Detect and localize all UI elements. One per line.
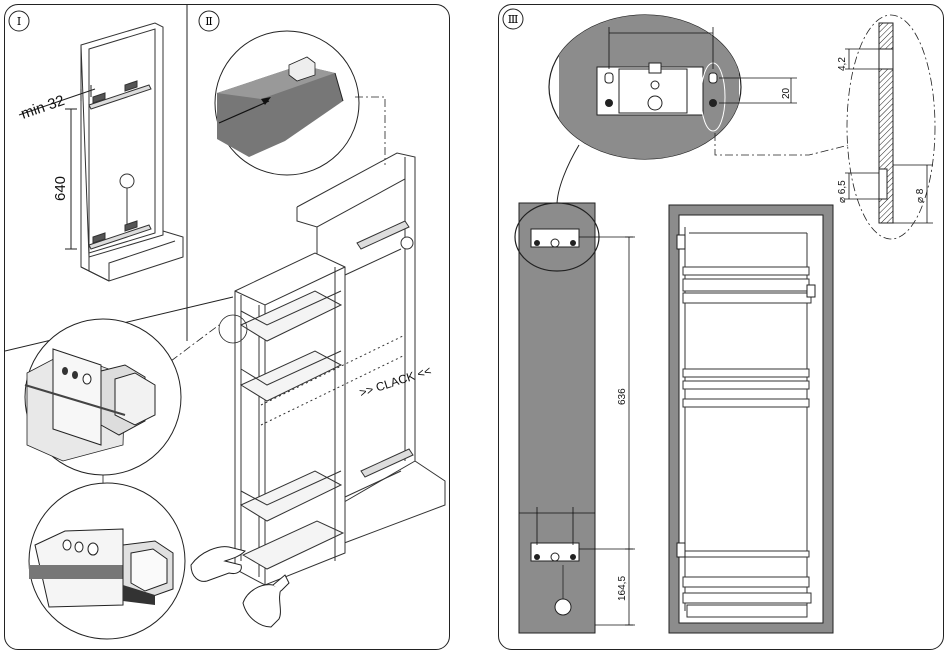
dim-20: 20: [781, 87, 792, 99]
dim-636: 636: [617, 388, 628, 405]
step2-zoom-clip: [25, 319, 181, 475]
right-illustration: Ⅲ 20: [499, 5, 943, 649]
dim-164-5: 164,5: [617, 576, 628, 601]
profile-section-detail: [845, 15, 935, 239]
left-illustration: Ⅰ Ⅱ: [5, 5, 449, 649]
dim-min-32: min 32: [19, 92, 67, 123]
panel-left: Ⅰ Ⅱ: [4, 4, 450, 650]
svg-text:Ⅱ: Ⅱ: [205, 15, 212, 28]
step-3-badge: Ⅲ: [503, 9, 523, 29]
panel-right: Ⅲ 20: [498, 4, 944, 650]
step1-cabinet-drawing: [19, 23, 183, 281]
dim-8: ⌀ 8: [915, 188, 926, 203]
step2-zoom-runner: [215, 31, 359, 175]
step-1-badge: Ⅰ: [9, 11, 29, 31]
detail-zoom-circle: [549, 5, 797, 165]
step2-zoom-click: [29, 483, 185, 639]
dim-640: 640: [52, 176, 69, 201]
dim-4-2: 4,2: [837, 57, 848, 71]
step-2-badge: Ⅱ: [199, 11, 219, 31]
side-panel-drawing: [515, 203, 635, 633]
clack-label: >> CLACK <<: [358, 363, 433, 399]
dim-6-5: ⌀ 6,5: [837, 180, 848, 203]
svg-text:Ⅲ: Ⅲ: [508, 13, 519, 26]
cabinet-front-view: [669, 205, 833, 633]
svg-text:Ⅰ: Ⅰ: [17, 15, 21, 28]
